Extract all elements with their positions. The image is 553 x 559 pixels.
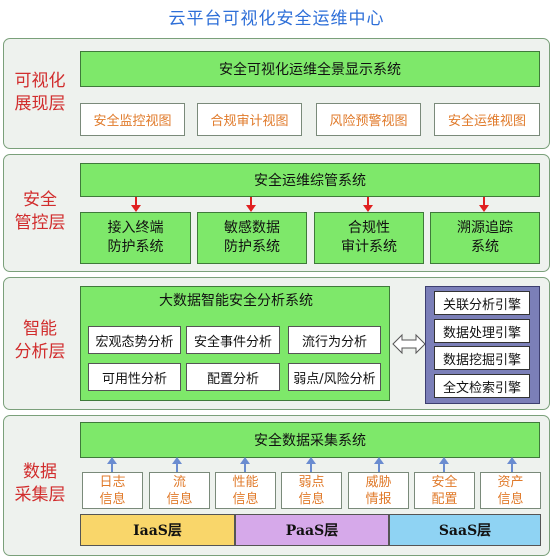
source-label-line1: 弱点 <box>298 474 325 490</box>
engine-data-processing[interactable]: 数据处理引擎 <box>434 319 530 343</box>
control-layer-label-line2: 管控层 <box>14 213 66 233</box>
subsystem-label-line2: 系统 <box>471 239 499 255</box>
subsystem-label-line1: 溯源追踪 <box>457 220 513 236</box>
source-label-line1: 安全 <box>431 474 458 490</box>
analysis-security-event[interactable]: 安全事件分析 <box>186 326 280 354</box>
analysis-availability[interactable]: 可用性分析 <box>88 363 181 391</box>
down-arrow-icon <box>131 197 141 212</box>
control-system-box[interactable]: 安全运维综管系统 <box>80 163 540 197</box>
double-arrow-icon <box>392 333 426 355</box>
up-arrow-icon <box>306 457 316 472</box>
view-risk-warning[interactable]: 风险预警视图 <box>316 103 421 136</box>
source-weakness[interactable]: 弱点 信息 <box>281 472 342 509</box>
collection-layer-label: 数据 采集层 <box>8 461 72 507</box>
source-label-line2: 信息 <box>166 491 193 507</box>
platform-saas[interactable]: SaaS层 <box>389 514 541 546</box>
subsystem-label-line1: 合规性 <box>348 220 390 236</box>
subsystem-label-line2: 防护系统 <box>224 239 280 255</box>
source-label-line1: 威胁 <box>365 474 392 490</box>
down-arrow-icon <box>246 197 256 212</box>
engine-fulltext-search[interactable]: 全文检索引擎 <box>434 374 530 398</box>
collection-system-box[interactable]: 安全数据采集系统 <box>80 422 540 458</box>
up-arrow-icon <box>439 457 449 472</box>
analysis-configuration[interactable]: 配置分析 <box>186 363 280 391</box>
view-compliance-audit[interactable]: 合规审计视图 <box>197 103 302 136</box>
source-label-line2: 信息 <box>232 491 259 507</box>
source-label-line1: 日志 <box>99 474 126 490</box>
control-layer-label-line1: 安全 <box>23 190 57 210</box>
platform-iaas[interactable]: IaaS层 <box>80 514 235 546</box>
source-performance[interactable]: 性能 信息 <box>215 472 276 509</box>
control-arrows <box>131 197 489 212</box>
source-threat-intel[interactable]: 威胁 情报 <box>348 472 409 509</box>
source-log[interactable]: 日志 信息 <box>82 472 143 509</box>
analysis-flow-behavior[interactable]: 流行为分析 <box>288 326 381 354</box>
analysis-layer-label-line2: 分析层 <box>14 342 66 362</box>
source-label-line1: 流 <box>172 474 186 490</box>
collection-layer-label-line2: 采集层 <box>14 485 66 505</box>
subsystem-label-line2: 审计系统 <box>341 239 397 255</box>
engine-data-mining[interactable]: 数据挖掘引擎 <box>434 346 530 370</box>
source-label-line2: 信息 <box>497 491 524 507</box>
source-label-line2: 信息 <box>298 491 325 507</box>
up-arrow-icon <box>240 457 250 472</box>
collection-arrows <box>107 457 517 472</box>
subsystem-label-line1: 敏感数据 <box>224 220 280 236</box>
visual-layer-label-line2: 展现层 <box>14 94 66 114</box>
down-arrow-icon <box>363 197 373 212</box>
subsystem-label-line1: 接入终端 <box>107 220 164 236</box>
subsystem-compliance-audit[interactable]: 合规性 审计系统 <box>314 212 424 264</box>
subsystem-sensitive-data[interactable]: 敏感数据 防护系统 <box>197 212 307 264</box>
subsystem-traceability[interactable]: 溯源追踪 系统 <box>430 212 540 264</box>
up-arrow-icon <box>107 457 117 472</box>
analysis-layer-label: 智能 分析层 <box>8 318 72 364</box>
view-security-ops[interactable]: 安全运维视图 <box>434 103 540 136</box>
visual-layer-label-line1: 可视化 <box>14 71 66 91</box>
source-label-line2: 信息 <box>99 491 126 507</box>
engine-correlation[interactable]: 关联分析引擎 <box>434 291 530 315</box>
source-flow[interactable]: 流 信息 <box>149 472 210 509</box>
visual-system-box[interactable]: 安全可视化运维全景显示系统 <box>80 51 540 87</box>
page-title: 云平台可视化安全运维中心 <box>168 9 385 29</box>
up-arrow-icon <box>172 457 182 472</box>
source-label-line2: 情报 <box>365 491 392 507</box>
analysis-weakness-risk[interactable]: 弱点/风险分析 <box>288 363 381 391</box>
visual-layer-label: 可视化 展现层 <box>8 70 72 116</box>
down-arrow-icon <box>479 197 489 212</box>
source-label-line1: 资产 <box>497 474 524 490</box>
analysis-system-title: 大数据智能安全分析系统 <box>159 293 313 309</box>
source-security-config[interactable]: 安全 配置 <box>414 472 475 509</box>
source-label-line2: 配置 <box>431 491 458 507</box>
up-arrow-icon <box>507 457 517 472</box>
collection-layer-label-line1: 数据 <box>23 462 57 482</box>
view-security-monitoring[interactable]: 安全监控视图 <box>80 103 185 136</box>
control-layer-label: 安全 管控层 <box>8 189 72 235</box>
subsystem-terminal-protection[interactable]: 接入终端 防护系统 <box>80 212 191 264</box>
source-label-line1: 性能 <box>232 474 259 490</box>
up-arrow-icon <box>374 457 384 472</box>
source-asset[interactable]: 资产 信息 <box>480 472 541 509</box>
platform-paas[interactable]: PaaS层 <box>235 514 389 546</box>
analysis-macro-situation[interactable]: 宏观态势分析 <box>88 326 181 354</box>
analysis-layer-label-line1: 智能 <box>23 319 57 339</box>
subsystem-label-line2: 防护系统 <box>107 239 164 255</box>
